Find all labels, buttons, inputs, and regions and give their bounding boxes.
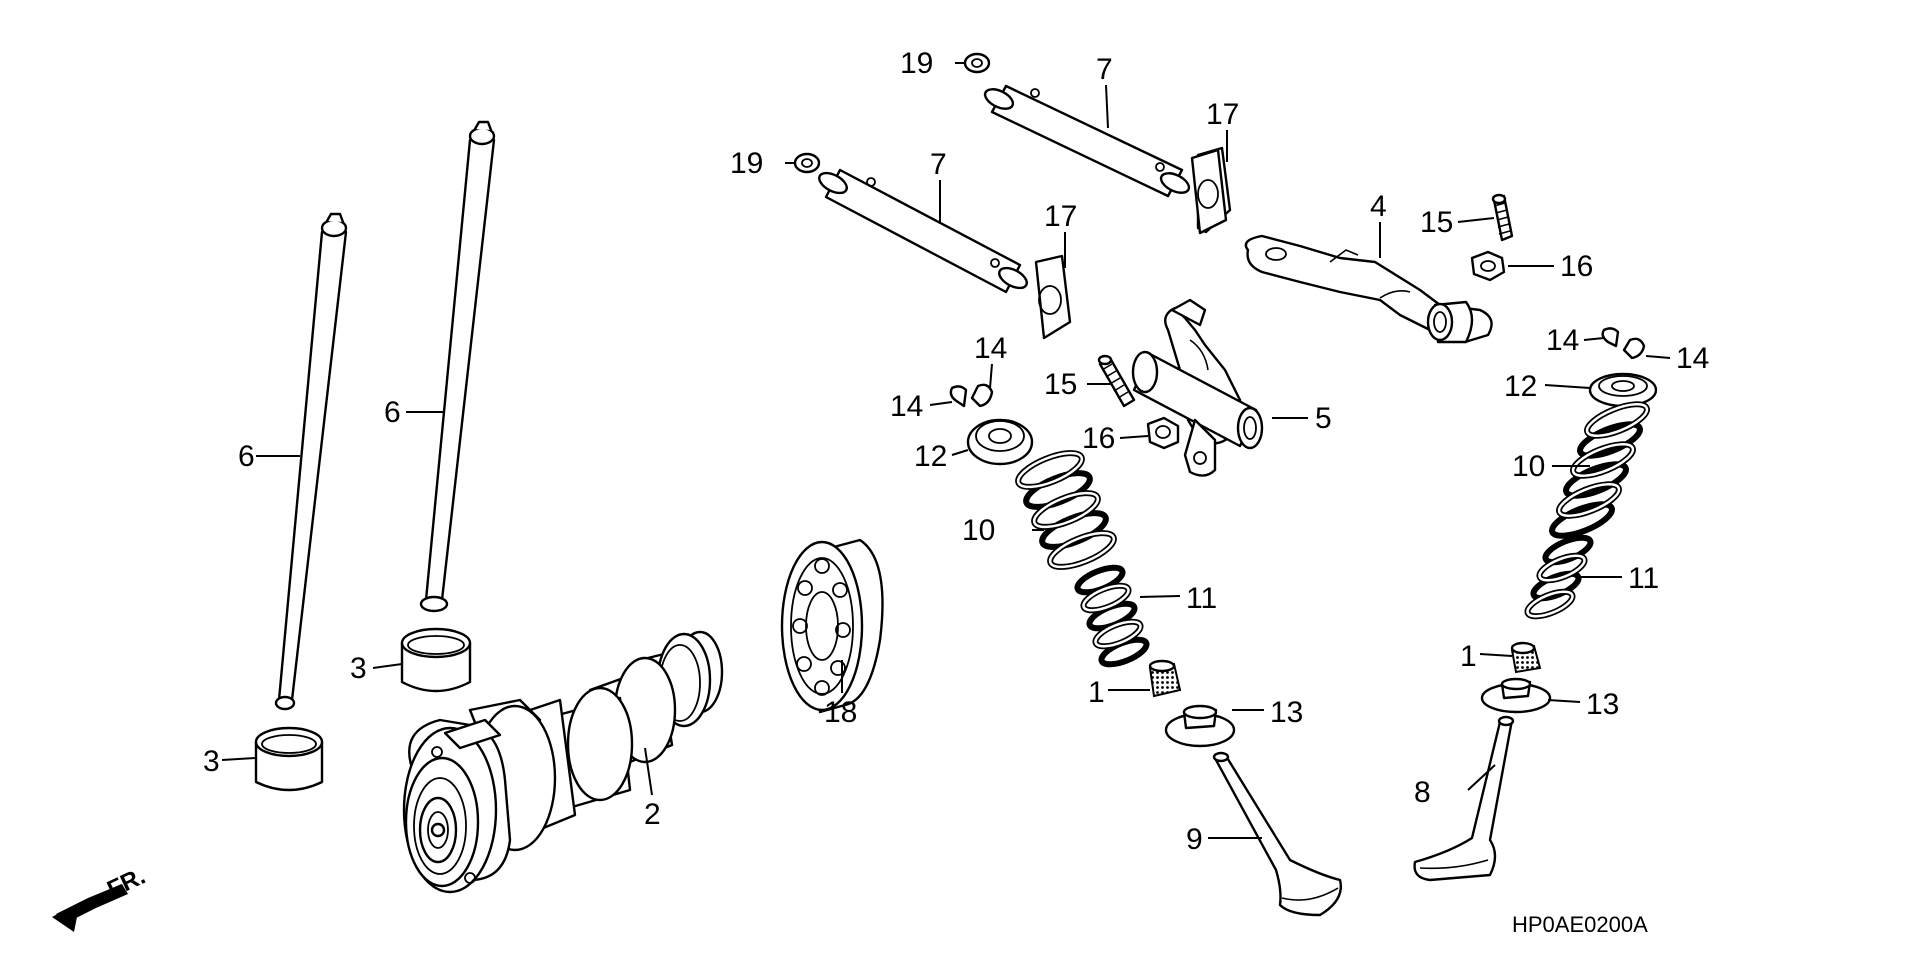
- spring-seat-left: [1164, 704, 1236, 748]
- callout-10-right: 10: [1512, 450, 1545, 483]
- callout-7-upper: 7: [1096, 53, 1113, 86]
- outer-spring-right: [1549, 401, 1650, 539]
- spring-retainer-left: [966, 418, 1034, 466]
- rocker-arm-intake: [1131, 298, 1264, 477]
- callout-11-right: 11: [1628, 562, 1659, 595]
- callout-3-lower: 3: [203, 745, 220, 778]
- callout-17-upper: 17: [1206, 98, 1239, 131]
- washer-upper: [963, 52, 991, 74]
- callout-19-upper: 19: [900, 47, 933, 80]
- callout-11-left: 11: [1186, 582, 1217, 615]
- spring-seat-right: [1480, 677, 1552, 714]
- callout-8: 8: [1414, 776, 1431, 809]
- callout-19-lower: 19: [730, 147, 763, 180]
- camshaft: [402, 630, 724, 894]
- callout-1-right: 1: [1460, 640, 1477, 673]
- lifter-upper: [400, 627, 472, 693]
- rocker-shaft-upper: [983, 84, 1191, 198]
- lock-nut-lower: [1146, 416, 1180, 450]
- rocker-shaft-lower: [818, 168, 1028, 294]
- lock-nut-upper: [1470, 250, 1506, 282]
- callout-2: 2: [644, 798, 661, 831]
- callout-7-lower: 7: [930, 148, 947, 181]
- inner-spring-right: [1524, 534, 1594, 620]
- callout-6-left: 6: [238, 440, 255, 473]
- callout-3-upper: 3: [350, 652, 367, 685]
- valve-cotter-right-a: [1601, 327, 1620, 348]
- valve-cotter-right-b: [1622, 337, 1646, 360]
- callout-14-right-b: 14: [1676, 342, 1709, 375]
- callout-13-left: 13: [1270, 696, 1303, 729]
- callout-18: 18: [824, 696, 857, 729]
- callout-15-upper: 15: [1420, 206, 1453, 239]
- adjuster-screw-lower: [1097, 354, 1136, 408]
- callout-4: 4: [1370, 190, 1387, 223]
- callout-1-left: 1: [1088, 676, 1105, 709]
- lifter-lower: [254, 726, 324, 792]
- intake-valve: [1413, 715, 1515, 882]
- callout-12-right: 12: [1504, 370, 1537, 403]
- callout-15-lower: 15: [1044, 368, 1077, 401]
- callout-labels: 6 6 3 3 2 18 19 19 7 7 17 17 4 5 15 15 1…: [203, 47, 1709, 856]
- washer-lower: [793, 152, 821, 174]
- shaft-plate-lower: [1034, 254, 1072, 340]
- valve-cotter-left-a: [949, 385, 968, 408]
- callout-12-left: 12: [914, 440, 947, 473]
- callout-17-lower: 17: [1044, 200, 1077, 233]
- exhaust-valve: [1212, 751, 1342, 917]
- spring-retainer-right: [1588, 372, 1658, 408]
- callout-5: 5: [1315, 402, 1332, 435]
- outer-spring-left: [1015, 450, 1117, 570]
- shaft-plate-upper: [1190, 146, 1232, 235]
- callout-16-upper: 16: [1560, 250, 1593, 283]
- push-rod-right: [419, 120, 496, 613]
- callout-13-right: 13: [1586, 688, 1619, 721]
- callout-9: 9: [1186, 823, 1203, 856]
- stem-seal-right: [1510, 641, 1542, 674]
- callout-16-lower: 16: [1082, 422, 1115, 455]
- stem-seal-left: [1148, 659, 1182, 698]
- diagram-code: HP0AE0200A: [1512, 912, 1648, 937]
- callout-6-right: 6: [384, 396, 401, 429]
- inner-spring-left: [1074, 564, 1150, 668]
- rocker-arm-exhaust: [1244, 234, 1493, 344]
- ball-bearing: [780, 538, 884, 714]
- push-rod-left: [274, 212, 348, 711]
- front-arrow-icon: [52, 884, 128, 932]
- adjuster-screw-upper: [1491, 193, 1514, 242]
- leader-lines: [221, 62, 1671, 839]
- valve-cotter-left-b: [970, 383, 994, 408]
- callout-14-right-a: 14: [1546, 324, 1579, 357]
- callout-14-top: 14: [974, 332, 1007, 365]
- callout-10-left: 10: [962, 514, 995, 547]
- callout-14-left: 14: [890, 390, 923, 423]
